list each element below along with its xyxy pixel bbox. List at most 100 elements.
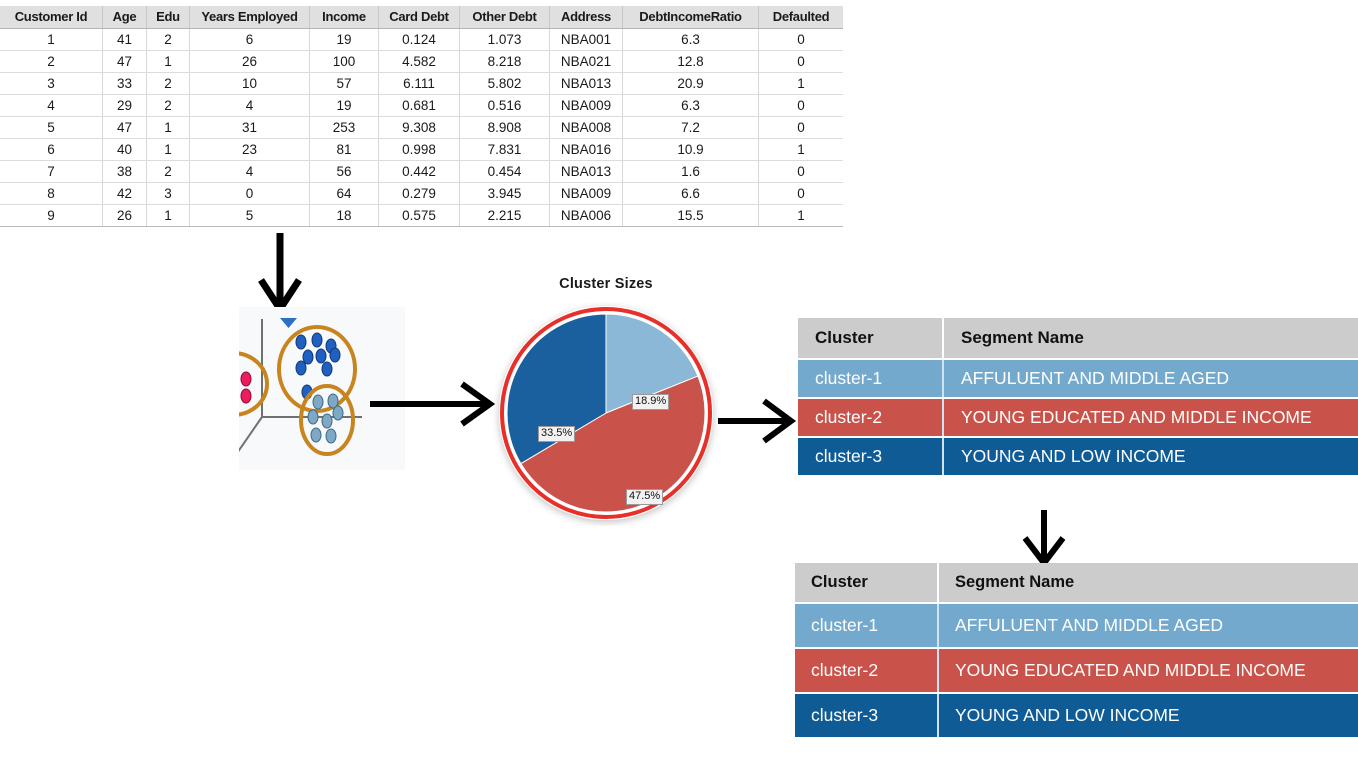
table-cell: 38 [102, 160, 147, 183]
table-cell: 0.516 [459, 94, 550, 117]
table-cell: 26 [102, 204, 147, 227]
arrow-table-to-scatter [258, 233, 302, 316]
table-cell: 5.802 [459, 72, 550, 95]
table-cell: 0 [189, 182, 310, 205]
table-cell: 8.218 [459, 50, 550, 73]
table-cell: 3.945 [459, 182, 550, 205]
cluster-sizes-pie-block: Cluster Sizes 18.9% 47.5% 33.5% [486, 276, 726, 526]
cluster-points-red [240, 371, 252, 404]
table-cell: 4.582 [378, 50, 460, 73]
table-cell: 6.3 [622, 28, 759, 51]
table-cell: 56 [309, 160, 379, 183]
table-cell: 5 [189, 204, 310, 227]
segment-header-row: Cluster Segment Name [798, 318, 1358, 360]
column-header-age: Age [102, 6, 147, 29]
column-header-address: Address [549, 6, 623, 29]
segment-cell-cluster-1: cluster-1 [798, 359, 944, 399]
pie-label-cluster-3: 33.5% [538, 426, 576, 442]
table-cell: NBA009 [549, 182, 623, 205]
table-cell: 0 [758, 50, 843, 73]
table-cell: 0.454 [459, 160, 550, 183]
table-cell: 2 [146, 160, 190, 183]
table-cell: 6.3 [622, 94, 759, 117]
table-cell: 23 [189, 138, 310, 161]
table-cell: 41 [102, 28, 147, 51]
table-cell: 47 [102, 50, 147, 73]
cluster-scatter-plot [239, 307, 405, 470]
table-cell: 1.073 [459, 28, 550, 51]
table-cell: 0.575 [378, 204, 460, 227]
table-cell: 2 [0, 50, 103, 73]
table-cell: 15.5 [622, 204, 759, 227]
table-cell: 7.831 [459, 138, 550, 161]
table-cell: 7.2 [622, 116, 759, 139]
table-cell: 40 [102, 138, 147, 161]
table-cell: 57 [309, 72, 379, 95]
segment-column-header-segment-name-2: Segment Name [938, 563, 1358, 604]
segment-row-cluster-3-b: cluster-3 YOUNG AND LOW INCOME [795, 693, 1358, 737]
segment-row-cluster-2-b: cluster-2 YOUNG EDUCATED AND MIDDLE INCO… [795, 648, 1358, 694]
table-cell: 0 [758, 116, 843, 139]
table-cell: 1 [146, 138, 190, 161]
table-cell: 19 [309, 28, 379, 51]
table-cell: 81 [309, 138, 379, 161]
segment-table-top: Cluster Segment Name cluster-1 AFFULUENT… [798, 318, 1358, 475]
table-cell: 9.308 [378, 116, 460, 139]
table-cell: NBA021 [549, 50, 623, 73]
table-cell: 100 [309, 50, 379, 73]
column-header-edu: Edu [146, 6, 190, 29]
table-cell: 8 [0, 182, 103, 205]
segment-row-cluster-2: cluster-2 YOUNG EDUCATED AND MIDDLE INCO… [798, 398, 1358, 438]
column-header-other-debt: Other Debt [459, 6, 550, 29]
table-cell: 0 [758, 94, 843, 117]
scatter-plot-svg [239, 318, 362, 456]
cluster-outline-lightblue [299, 384, 355, 456]
table-cell: 47 [102, 116, 147, 139]
segment-row-cluster-1: cluster-1 AFFULUENT AND MIDDLE AGED [798, 359, 1358, 399]
segment-row-cluster-3: cluster-3 YOUNG AND LOW INCOME [798, 437, 1358, 475]
table-cell: 6.6 [622, 182, 759, 205]
segment-column-header-cluster: Cluster [798, 318, 944, 360]
table-cell: 3 [146, 182, 190, 205]
table-cell: 4 [189, 160, 310, 183]
table-cell: 9 [0, 204, 103, 227]
table-cell: 2.215 [459, 204, 550, 227]
table-cell: 10 [189, 72, 310, 95]
table-cell: 2 [146, 72, 190, 95]
column-header-card-debt: Card Debt [378, 6, 460, 29]
table-cell: 4 [0, 94, 103, 117]
table-cell: NBA013 [549, 160, 623, 183]
table-cell: 0.279 [378, 182, 460, 205]
table-cell: NBA009 [549, 94, 623, 117]
table-cell: 6.111 [378, 72, 460, 95]
table-cell: NBA001 [549, 28, 623, 51]
arrow-segment-table-to-segment-table [1022, 510, 1066, 568]
table-cell: 0 [758, 28, 843, 51]
segment-header-row-2: Cluster Segment Name [795, 563, 1358, 604]
table-cell: 0.124 [378, 28, 460, 51]
blue-triangle-marker [280, 318, 297, 328]
pie-chart-svg [499, 306, 713, 520]
table-cell: 18 [309, 204, 379, 227]
pie-chart-title: Cluster Sizes [559, 276, 653, 292]
segment-cell-name-2: YOUNG EDUCATED AND MIDDLE INCOME [943, 398, 1358, 438]
table-cell: NBA008 [549, 116, 623, 139]
column-header-years-employed: Years Employed [189, 6, 310, 29]
segment-cell-cluster-3: cluster-3 [798, 437, 944, 475]
table-cell: 5 [0, 116, 103, 139]
table-cell: 6 [189, 28, 310, 51]
table-cell: 19 [309, 94, 379, 117]
cluster-points-lightblue [307, 393, 344, 444]
table-cell: 0.998 [378, 138, 460, 161]
cluster-outline-blue [277, 325, 357, 413]
customer-data-table: Customer Id Age Edu Years Employed Incom… [0, 6, 843, 227]
table-cell: 1 [758, 204, 843, 227]
segment-cell-name-3: YOUNG AND LOW INCOME [943, 437, 1358, 475]
